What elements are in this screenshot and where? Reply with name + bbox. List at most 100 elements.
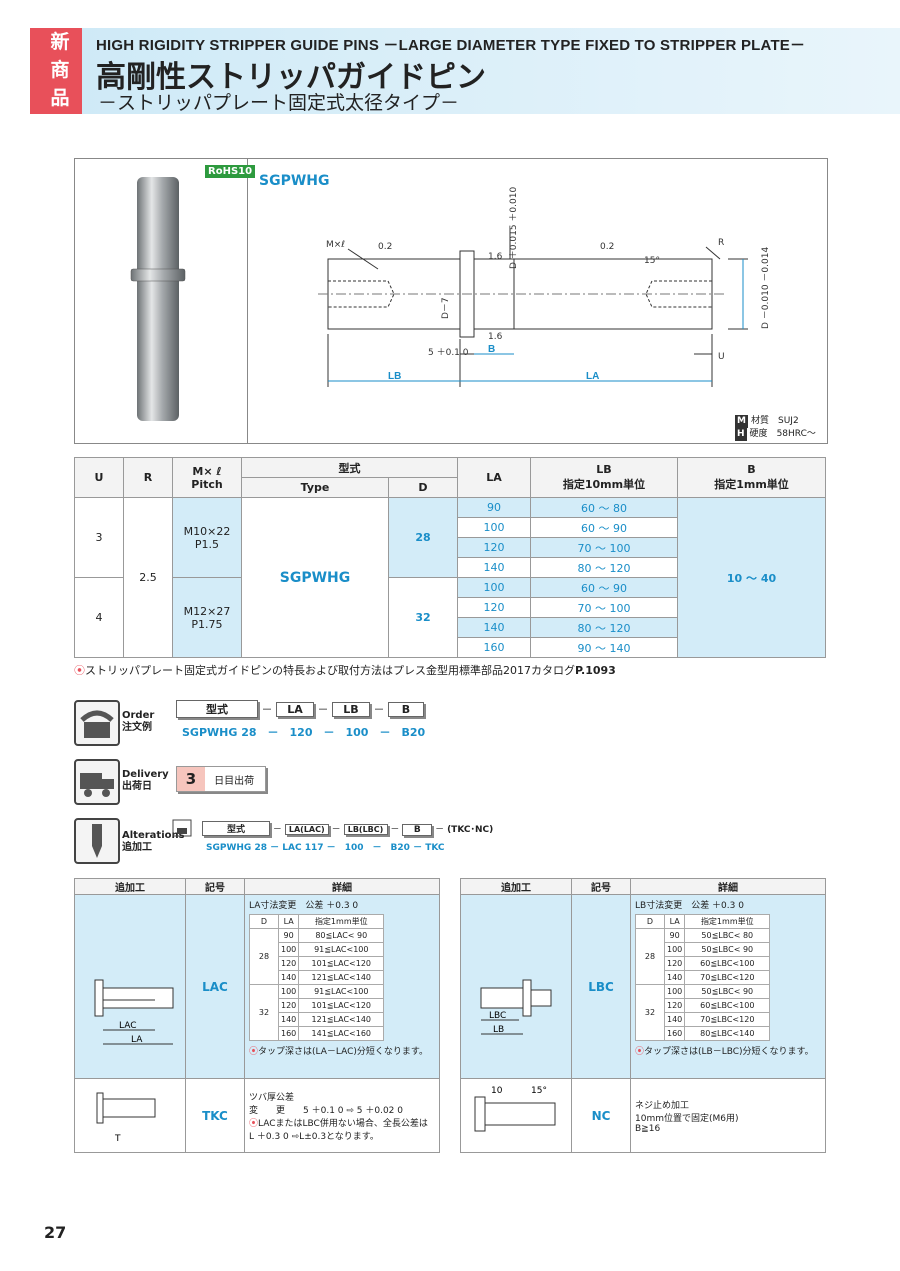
lac-figure-cell: LAC LA bbox=[74, 894, 186, 1079]
fig-10-label: 10 bbox=[491, 1086, 503, 1096]
sub-h-d: D bbox=[635, 914, 665, 929]
cell-lb: 70 ～ 100 bbox=[530, 537, 678, 558]
alt-col-detail: 詳細 bbox=[244, 878, 440, 895]
dash: － bbox=[390, 825, 400, 835]
lac-title: LA寸法変更 公差 ＋0.3 0 bbox=[249, 901, 359, 911]
dash: － bbox=[331, 825, 341, 835]
sub-la: 140 bbox=[663, 970, 686, 985]
sub-h-d: D bbox=[249, 914, 279, 929]
cell-la: 120 bbox=[457, 597, 531, 618]
sub-range: 80≦LAC< 90 bbox=[298, 928, 385, 943]
dash: － bbox=[379, 726, 391, 739]
dim-b: B bbox=[488, 344, 495, 355]
nc-figure: 10 15° bbox=[474, 1086, 556, 1132]
note-ref[interactable]: P.1093 bbox=[575, 664, 616, 677]
sub-d: 28 bbox=[249, 928, 279, 985]
sub-d: 32 bbox=[635, 984, 665, 1041]
tkc-line2: 変 更 bbox=[249, 1105, 286, 1116]
alt-col-process: 追加工 bbox=[74, 878, 186, 895]
sub-h-range: 指定1mm単位 bbox=[298, 914, 385, 929]
alt-col-process: 追加工 bbox=[460, 878, 572, 895]
nc-line3: B≧16 bbox=[635, 1123, 661, 1134]
sub-range: 91≦LAC<100 bbox=[298, 942, 385, 957]
sub-range: 101≦LAC<120 bbox=[298, 956, 385, 971]
tkc-line1: ツバ厚公差 bbox=[249, 1092, 295, 1103]
dash: － bbox=[272, 825, 282, 835]
dim-five: 5 ＋0.1 0 bbox=[428, 347, 469, 358]
fig-lac-label: LAC bbox=[119, 1021, 137, 1031]
alt-col-detail: 詳細 bbox=[630, 878, 826, 895]
b-label: B bbox=[747, 463, 756, 476]
alt-col-code: 記号 bbox=[571, 878, 631, 895]
tkc-figure: T bbox=[96, 1092, 156, 1144]
cell-type: SGPWHG bbox=[241, 497, 389, 658]
dash: － bbox=[372, 843, 382, 853]
col-r: R bbox=[123, 457, 173, 498]
cell-la: 90 bbox=[457, 497, 531, 518]
sub-range: 141≦LAC<160 bbox=[298, 1026, 385, 1041]
sub-la: 120 bbox=[277, 956, 300, 971]
sub-range: 91≦LAC<100 bbox=[298, 984, 385, 999]
alterations-jp: 追加工 bbox=[122, 842, 152, 853]
order-en: Order bbox=[122, 710, 155, 721]
surface-finish: 1.6 bbox=[488, 252, 503, 262]
alterations-en: Alterations bbox=[122, 830, 185, 841]
hardness-label: 硬度 bbox=[749, 429, 768, 439]
sub-la: 140 bbox=[663, 1012, 686, 1027]
sub-la: 120 bbox=[663, 956, 686, 971]
alt-header-row: 型式 － LA(LAC) － LB(LBC) － B － (TKC･NC) bbox=[202, 821, 493, 836]
dim-r: R bbox=[718, 238, 724, 248]
dash: － bbox=[270, 843, 280, 853]
sub-la: 160 bbox=[277, 1026, 300, 1041]
delivery-box: 3 日目出荷 bbox=[176, 766, 266, 792]
lac-code: LAC bbox=[185, 894, 245, 1079]
order-val-type: SGPWHG 28 bbox=[182, 726, 257, 739]
nc-code: NC bbox=[571, 1078, 631, 1153]
alt-val-la: LAC 117 bbox=[282, 843, 324, 853]
cell-lb: 80 ～ 120 bbox=[530, 617, 678, 638]
surface-finish: 0.2 bbox=[600, 242, 614, 252]
pin-photo bbox=[130, 177, 186, 421]
tkc-code: TKC bbox=[185, 1078, 245, 1153]
cell-la: 100 bbox=[457, 517, 531, 538]
sub-range: 60≦LBC<100 bbox=[684, 998, 771, 1013]
telephone-icon bbox=[74, 700, 120, 746]
sub-h-range: 指定1mm単位 bbox=[684, 914, 771, 929]
order-box-la: LA bbox=[276, 702, 314, 717]
alt-val-b: B20 bbox=[390, 843, 410, 853]
figure-part-code: SGPWHG bbox=[259, 173, 330, 189]
sub-h-la: LA bbox=[277, 914, 300, 929]
col-la: LA bbox=[457, 457, 531, 498]
english-title: HIGH RIGIDITY STRIPPER GUIDE PINS －LARGE… bbox=[96, 37, 806, 54]
material-value: SUJ2 bbox=[778, 416, 799, 426]
badge-char: 品 bbox=[50, 87, 70, 109]
dim-u: U bbox=[718, 352, 725, 362]
japanese-title: 高剛性ストリッパガイドピン bbox=[96, 60, 486, 95]
dash: － bbox=[267, 726, 279, 739]
sub-range: 50≦LBC< 90 bbox=[684, 942, 771, 957]
order-header-row: 型式 － LA － LB － B bbox=[176, 700, 424, 718]
delivery-text: 日目出荷 bbox=[214, 776, 255, 787]
lbc-code: LBC bbox=[571, 894, 631, 1079]
col-katashiki: 型式 bbox=[241, 457, 458, 478]
order-box-b: B bbox=[388, 702, 424, 717]
cell-la: 140 bbox=[457, 617, 531, 638]
cell-m: M10×22 bbox=[183, 524, 231, 538]
tkc-detail: ツバ厚公差 変 更 5 ＋0.1 0 ⇨ 5 ＋0.02 0 ⦿LACまたはLB… bbox=[244, 1078, 440, 1153]
alt-options: (TKC･NC) bbox=[447, 825, 494, 835]
cell-p: P1.5 bbox=[194, 537, 220, 551]
fig-lbc-label: LBC bbox=[489, 1011, 506, 1021]
delivery-jp: 出荷日 bbox=[122, 781, 152, 792]
sub-range: 121≦LAC<140 bbox=[298, 1012, 385, 1027]
alt-col-code: 記号 bbox=[185, 878, 245, 895]
alt-value-row: SGPWHG 28 － LAC 117 － 100 － B20 － TKC bbox=[206, 840, 445, 853]
